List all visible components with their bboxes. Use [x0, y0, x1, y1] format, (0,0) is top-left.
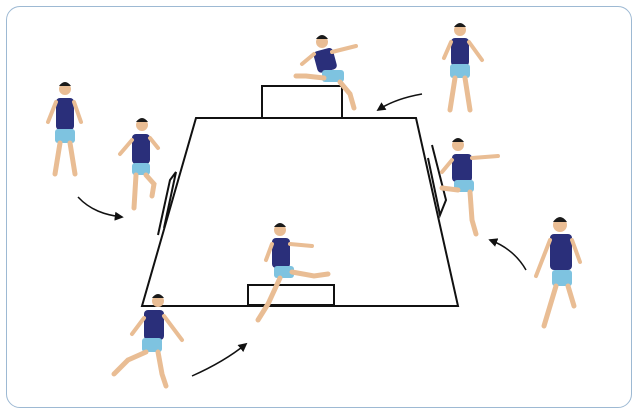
drill-diagram [46, 23, 582, 389]
hurdle-icon [261, 85, 343, 119]
runner-figure-icon [46, 82, 83, 177]
runner-figure-icon [111, 294, 184, 389]
runner-figure-icon [255, 223, 331, 323]
curved-arrow-icon [191, 342, 248, 377]
runner-figure-icon [439, 138, 500, 237]
runner-figure-icon [442, 23, 484, 113]
hurdle-icon [247, 284, 335, 306]
diagram-frame [6, 6, 632, 408]
runner-figure-icon [534, 217, 582, 329]
runner-figure-icon [293, 35, 358, 111]
hurdle-icon [427, 144, 448, 219]
runner-figure-icon [118, 118, 160, 211]
curved-arrow-icon [488, 238, 527, 271]
curved-arrow-icon [376, 93, 423, 111]
curved-arrow-icon [77, 196, 124, 221]
hurdle-icon [157, 171, 177, 236]
field-outline [140, 117, 460, 307]
